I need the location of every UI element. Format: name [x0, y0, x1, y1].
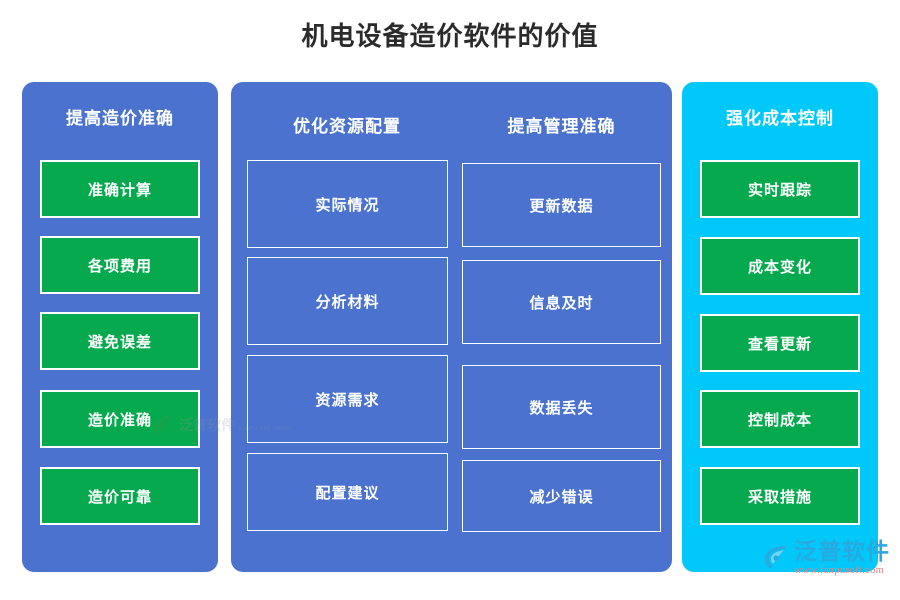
left-item-box-0[interactable]: 准确计算 — [40, 160, 200, 218]
middle-col1-item-box-1[interactable]: 信息及时 — [462, 260, 661, 344]
panel-middle-column-1-header: 提高管理准确 — [507, 117, 616, 136]
middle-col1-item-box-0[interactable]: 更新数据 — [462, 163, 661, 247]
middle-col0-item-box-0[interactable]: 实际情况 — [247, 160, 448, 248]
page-title: 机电设备造价软件的价值 — [301, 21, 599, 51]
panel-optimize-and-manage: 优化资源配置 提高管理准确 实际情况 分析材料 资源需求 配置建议 更新数据 信… — [231, 82, 672, 572]
left-item-box-3[interactable]: 造价准确 — [40, 390, 200, 448]
right-item-box-3[interactable]: 控制成本 — [700, 390, 860, 448]
middle-col0-item-box-3[interactable]: 配置建议 — [247, 453, 448, 531]
left-item-box-4[interactable]: 造价可靠 — [40, 467, 200, 525]
panel-strengthen-cost-control: 强化成本控制 实时跟踪 成本变化 查看更新 控制成本 采取措施 — [682, 82, 878, 572]
left-item-box-2[interactable]: 避免误差 — [40, 312, 200, 370]
middle-col0-item-box-1[interactable]: 分析材料 — [247, 257, 448, 345]
fanpu-logo-icon — [758, 542, 790, 574]
brand-logo-url: www.fanpusoft.com — [794, 565, 885, 576]
panel-right-header: 强化成本控制 — [726, 109, 834, 128]
middle-col1-item-box-3[interactable]: 减少错误 — [462, 460, 661, 532]
brand-logo[interactable]: 泛普软件 www.fanpusoft.com — [758, 540, 898, 592]
left-item-box-1[interactable]: 各项费用 — [40, 236, 200, 294]
middle-col1-item-box-2[interactable]: 数据丢失 — [462, 365, 661, 449]
right-item-box-2[interactable]: 查看更新 — [700, 314, 860, 372]
panel-left-header: 提高造价准确 — [66, 109, 174, 128]
brand-logo-name: 泛普软件 — [794, 538, 890, 564]
panel-middle-column-0-header: 优化资源配置 — [293, 117, 401, 136]
middle-col0-item-box-2[interactable]: 资源需求 — [247, 355, 448, 443]
right-item-box-1[interactable]: 成本变化 — [700, 237, 860, 295]
right-item-box-0[interactable]: 实时跟踪 — [700, 160, 860, 218]
panel-improve-cost-accuracy: 提高造价准确 准确计算 各项费用 避免误差 造价准确 造价可靠 — [22, 82, 218, 572]
right-item-box-4[interactable]: 采取措施 — [700, 467, 860, 525]
brand-logo-text: 泛普软件 www.fanpusoft.com — [794, 540, 890, 577]
